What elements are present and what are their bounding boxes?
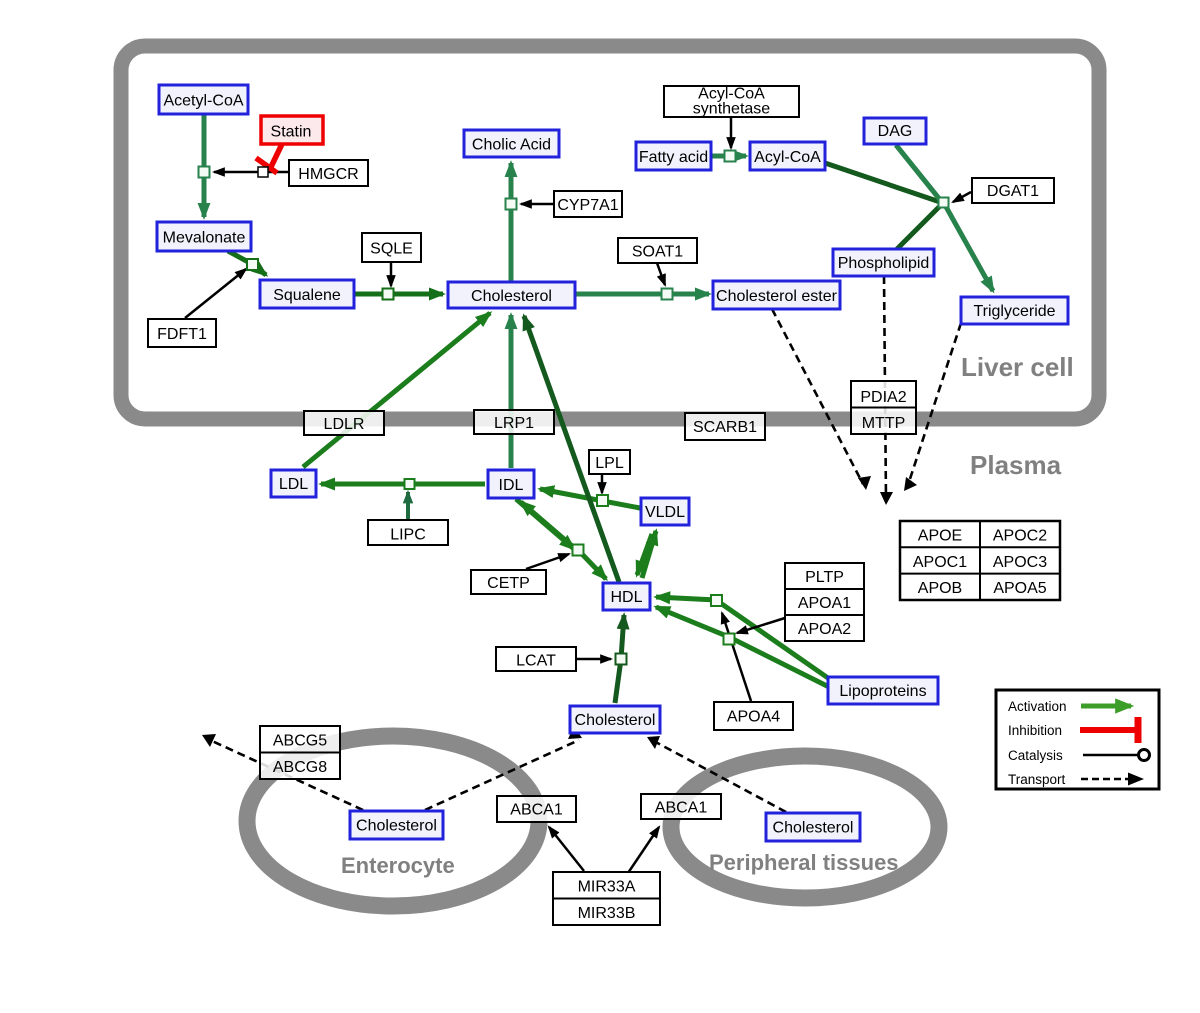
svg-text:Plasma: Plasma (970, 450, 1062, 480)
svg-text:MIR33B: MIR33B (578, 905, 636, 922)
svg-text:Acyl-CoA: Acyl-CoA (698, 86, 765, 103)
svg-text:Enterocyte: Enterocyte (341, 853, 455, 878)
svg-text:Acyl-CoA: Acyl-CoA (754, 149, 821, 166)
svg-text:ABCG5: ABCG5 (273, 733, 327, 750)
svg-text:VLDL: VLDL (645, 504, 685, 521)
svg-text:DAG: DAG (878, 123, 913, 140)
svg-text:Peripheral tissues: Peripheral tissues (709, 850, 899, 875)
svg-text:HMGCR: HMGCR (298, 166, 358, 183)
svg-text:Triglyceride: Triglyceride (973, 303, 1055, 320)
svg-text:LRP1: LRP1 (494, 415, 534, 432)
svg-text:Squalene: Squalene (273, 287, 341, 304)
svg-text:Cholesterol: Cholesterol (471, 288, 552, 305)
svg-text:SOAT1: SOAT1 (632, 244, 683, 261)
svg-text:APOB: APOB (918, 580, 962, 597)
svg-text:LPL: LPL (595, 455, 624, 472)
svg-text:Cholesterol ester: Cholesterol ester (716, 288, 838, 305)
svg-text:SCARB1: SCARB1 (693, 419, 757, 436)
svg-text:ABCA1: ABCA1 (510, 802, 563, 819)
svg-text:Acetyl-CoA: Acetyl-CoA (163, 93, 243, 110)
svg-text:Cholic Acid: Cholic Acid (472, 137, 551, 154)
svg-text:Cholesterol: Cholesterol (575, 712, 656, 729)
svg-text:LDLR: LDLR (324, 416, 365, 433)
svg-text:Transport: Transport (1008, 772, 1066, 787)
svg-text:LCAT: LCAT (516, 653, 556, 670)
svg-text:Lipoproteins: Lipoproteins (839, 683, 926, 700)
svg-text:Inhibition: Inhibition (1008, 723, 1062, 738)
svg-text:ABCG8: ABCG8 (273, 759, 327, 776)
svg-text:APOE: APOE (918, 528, 962, 545)
svg-text:MTTP: MTTP (862, 415, 906, 432)
svg-text:FDFT1: FDFT1 (157, 326, 207, 343)
svg-text:Cholesterol: Cholesterol (356, 818, 437, 835)
svg-text:APOA2: APOA2 (798, 621, 851, 638)
svg-text:APOA5: APOA5 (993, 580, 1046, 597)
svg-text:Statin: Statin (271, 124, 312, 141)
svg-text:APOC3: APOC3 (993, 554, 1047, 571)
svg-text:ABCA1: ABCA1 (655, 800, 708, 817)
svg-text:Fatty acid: Fatty acid (639, 149, 708, 166)
svg-text:Phospholipid: Phospholipid (838, 255, 930, 272)
svg-text:Activation: Activation (1008, 699, 1067, 714)
svg-text:CETP: CETP (487, 575, 530, 592)
svg-text:HDL: HDL (610, 589, 642, 606)
svg-text:PLTP: PLTP (805, 569, 844, 586)
svg-text:Catalysis: Catalysis (1008, 748, 1063, 763)
svg-text:APOC2: APOC2 (993, 528, 1047, 545)
svg-text:synthetase: synthetase (693, 101, 770, 118)
svg-text:LIPC: LIPC (390, 527, 426, 544)
svg-text:IDL: IDL (499, 477, 524, 494)
svg-text:PDIA2: PDIA2 (860, 389, 906, 406)
svg-text:MIR33A: MIR33A (578, 879, 636, 896)
svg-text:Mevalonate: Mevalonate (163, 230, 246, 247)
svg-text:APOC1: APOC1 (913, 554, 967, 571)
svg-text:SQLE: SQLE (370, 241, 413, 258)
svg-text:DGAT1: DGAT1 (987, 183, 1039, 200)
svg-text:CYP7A1: CYP7A1 (557, 197, 618, 214)
svg-text:APOA4: APOA4 (727, 709, 780, 726)
svg-text:Liver cell: Liver cell (961, 352, 1074, 382)
svg-text:APOA1: APOA1 (798, 595, 851, 612)
svg-text:Cholesterol: Cholesterol (773, 820, 854, 837)
svg-text:LDL: LDL (279, 476, 308, 493)
